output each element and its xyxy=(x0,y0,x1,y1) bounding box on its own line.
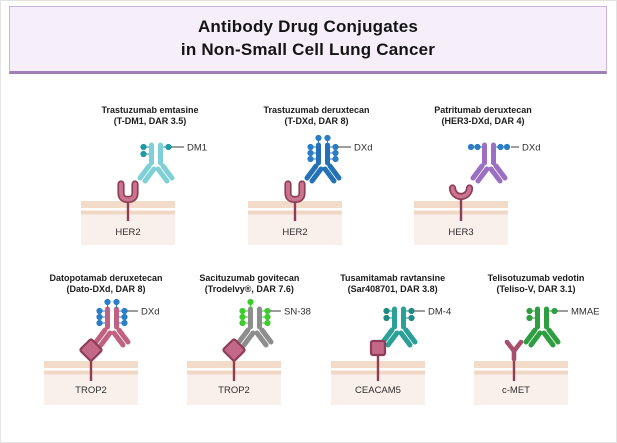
adc-name-line2: (Trodelvy®, DAR 7.6) xyxy=(204,284,294,295)
adc-diagram: DXd HER2 xyxy=(247,134,372,245)
adc-name: Patritumab deruxtecan (HER3-DXd, DAR 4) xyxy=(434,105,532,128)
target-label: CEACAM5 xyxy=(355,385,401,396)
payload-dots-icon xyxy=(383,307,415,321)
adc-name: Tusamitamab ravtansine (Sar408701, DAR 3… xyxy=(340,273,445,296)
adc-name-line2: (HER3-DXd, DAR 4) xyxy=(441,116,525,127)
title-banner: Antibody Drug Conjugates in Non-Small Ce… xyxy=(9,6,607,74)
payload-dots-icon xyxy=(467,143,511,150)
payload-dots-icon xyxy=(239,298,271,326)
page-title-line2: in Non-Small Cell Lung Cancer xyxy=(180,40,436,59)
adc-row-bottom: Datopotamab deruxetecan (Dato-DXd, DAR 8… xyxy=(1,273,616,407)
adc-name-line2: (T-DXd, DAR 8) xyxy=(284,116,349,127)
target-label: TROP2 xyxy=(75,385,107,396)
adc-diagram: DM1 HER2 xyxy=(81,142,207,245)
adc-panel-tusamitamab: Tusamitamab ravtansine (Sar408701, DAR 3… xyxy=(323,273,463,407)
adc-name-line1: Trastuzumab deruxtecan xyxy=(263,105,370,115)
adc-row-top: Trastuzumab emtasine (T-DM1, DAR 3.5) DM… xyxy=(1,105,616,247)
payload-dots-icon xyxy=(306,134,339,162)
target-label: HER3 xyxy=(448,227,473,238)
cell-membrane xyxy=(473,360,568,405)
antibody-icon xyxy=(526,309,558,345)
adc-panel-telisov: Telisotuzumab vedotin (Teliso-V, DAR 3.1… xyxy=(466,273,606,407)
adc-name-line1: Datopotamab deruxetecan xyxy=(49,273,163,283)
adc-name-line1: Patritumab deruxtecan xyxy=(434,105,532,115)
adc-name-line1: Telisotuzumab vedotin xyxy=(487,273,585,283)
adc-name: Trastuzumab deruxtecan (T-DXd, DAR 8) xyxy=(263,105,369,128)
adc-panel-trodelvy: Sacituzumab govitecan (Trodelvy®, DAR 7.… xyxy=(179,273,319,407)
adc-panel-her3dxd: Patritumab deruxtecan (HER3-DXd, DAR 4) … xyxy=(400,105,566,247)
adc-name-line1: Sacituzumab govitecan xyxy=(199,273,300,283)
adc-name-line2: (Teliso-V, DAR 3.1) xyxy=(496,284,576,295)
payload-dots-icon xyxy=(526,307,558,321)
payload-dots-icon xyxy=(96,298,128,326)
payload-label: DM-4 xyxy=(428,306,451,317)
adc-diagram: SN-38 TROP2 xyxy=(187,298,311,405)
adc-panel-tdm1: Trastuzumab emtasine (T-DM1, DAR 3.5) DM… xyxy=(67,105,233,247)
payload-label: DXd xyxy=(354,142,372,153)
adc-name: Trastuzumab emtasine (T-DM1, DAR 3.5) xyxy=(101,105,198,128)
adc-diagram: DXd HER3 xyxy=(414,142,540,245)
antibody-icon xyxy=(473,145,505,181)
payload-label: DXd xyxy=(522,142,540,153)
adc-name-line1: Trastuzumab emtasine xyxy=(101,105,199,115)
adc-name: Sacituzumab govitecan (Trodelvy®, DAR 7.… xyxy=(199,273,299,296)
target-label: HER2 xyxy=(282,227,307,238)
target-label: c-MET xyxy=(502,385,530,396)
antibody-icon xyxy=(140,145,172,181)
page-title-line1: Antibody Drug Conjugates xyxy=(197,17,419,37)
target-label: TROP2 xyxy=(218,385,250,396)
adc-name-line2: (Sar408701, DAR 3.8) xyxy=(347,284,438,295)
adc-diagram: MMAE c-MET xyxy=(473,306,600,405)
adc-diagram: DM-4 CEACAM5 xyxy=(330,306,451,405)
adc-panel-datodxd: Datopotamab deruxetecan (Dato-DXd, DAR 8… xyxy=(36,273,176,407)
adc-diagram: DXd TROP2 xyxy=(44,298,159,405)
payload-dots-icon xyxy=(140,143,172,157)
antibody-icon xyxy=(383,309,415,345)
adc-name-line2: (Dato-DXd, DAR 8) xyxy=(66,284,146,295)
adc-name-line1: Tusamitamab ravtansine xyxy=(340,273,446,283)
page-title: Antibody Drug Conjugates in Non-Small Ce… xyxy=(181,16,435,62)
payload-label: DM1 xyxy=(187,142,207,153)
adc-name: Telisotuzumab vedotin (Teliso-V, DAR 3.1… xyxy=(488,273,585,296)
adc-panel-tdxd: Trastuzumab deruxtecan (T-DXd, DAR 8) DX… xyxy=(234,105,400,247)
payload-label: SN-38 xyxy=(284,306,311,317)
payload-label: MMAE xyxy=(571,306,600,317)
target-label: HER2 xyxy=(115,227,140,238)
payload-label: DXd xyxy=(141,306,159,317)
adc-name-line2: (T-DM1, DAR 3.5) xyxy=(113,116,187,127)
adc-name: Datopotamab deruxetecan (Dato-DXd, DAR 8… xyxy=(49,273,162,296)
